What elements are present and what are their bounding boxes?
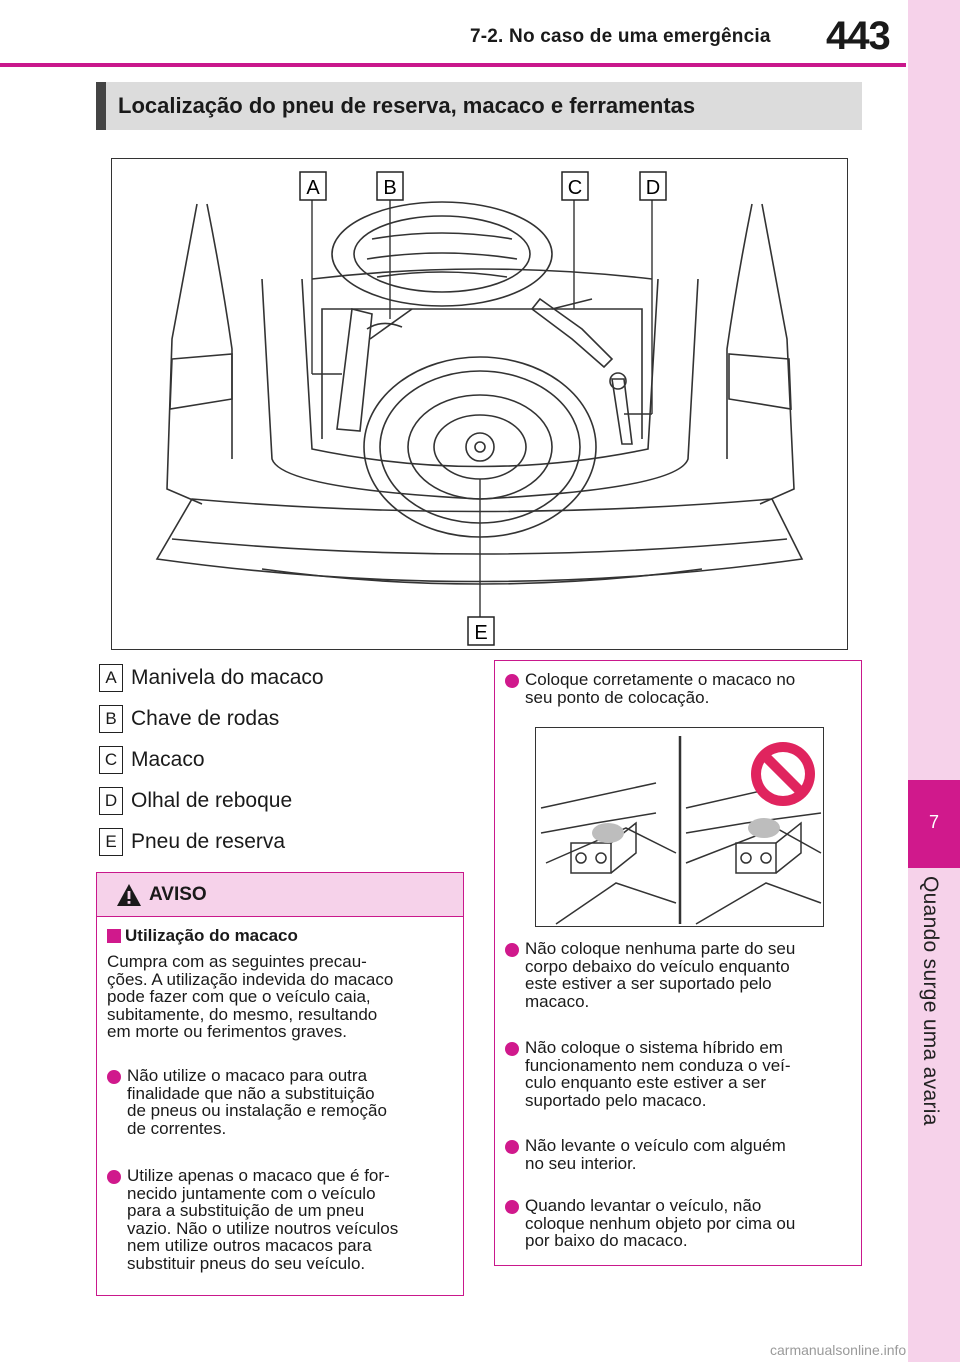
callout-d-box — [639, 171, 667, 201]
section-title: Localização do pneu de reserva, macaco e… — [96, 82, 862, 130]
trunk-drawing: A B C D E — [155, 171, 804, 646]
jack-placement-drawing — [540, 736, 822, 925]
callout-d: D — [646, 177, 660, 199]
callout-e: E — [474, 622, 487, 644]
legend-label: Olhal de reboque — [131, 789, 293, 812]
chapter-title: Quando surge uma avaria — [919, 876, 942, 1126]
bullet-icon — [505, 1200, 519, 1214]
legend-key: C — [99, 746, 123, 774]
legend-key: D — [99, 787, 123, 815]
bullet-icon — [505, 1140, 519, 1154]
bullet-icon — [505, 674, 519, 688]
jack-placement-illustration — [535, 727, 824, 927]
callout-a-box — [299, 171, 327, 201]
warning-intro: Cumpra com as seguintes precau- ções. A … — [107, 952, 394, 1041]
warning-label: AVISO — [149, 884, 207, 905]
callout-e-box — [467, 616, 495, 646]
legend-label: Macaco — [131, 748, 205, 771]
legend-key: A — [99, 664, 123, 692]
square-bullet-icon — [107, 929, 121, 943]
warning-box: AVISO Utilização do macaco Cumpra com as… — [96, 872, 464, 1296]
legend-key: E — [99, 828, 123, 856]
warning-bullet-2: Utilize apenas o macaco que é for- necid… — [127, 1166, 399, 1273]
warning-triangle-icon — [117, 884, 141, 906]
callout-b-box — [376, 171, 404, 201]
chapter-number: 7 — [928, 812, 939, 832]
running-header: 7-2. No caso de uma emergência — [470, 26, 771, 47]
chapter-tab-block — [908, 780, 960, 868]
jack-point-marker-left — [592, 823, 624, 843]
legend-key: B — [99, 705, 123, 733]
jack-usage-box: Coloque corretamente o macaco no seu pon… — [494, 660, 862, 1266]
warning-bullet-1: Não utilize o macaco para outra finalida… — [127, 1066, 387, 1138]
bullet-icon — [505, 943, 519, 957]
trunk-illustration: A B C D E — [111, 158, 848, 650]
watermark: carmanualsonline.info — [770, 1342, 907, 1358]
warning-subtitle: Utilização do macaco — [125, 926, 298, 945]
callout-a: A — [306, 177, 320, 199]
jack-point-marker-right — [748, 818, 780, 838]
prohibition-icon — [751, 742, 815, 806]
info-bullet-3: Não levante o veículo com alguém no seu … — [525, 1136, 786, 1173]
page-number: 443 — [826, 14, 891, 58]
warning-header: AVISO — [97, 873, 463, 917]
info-bullet-2: Não coloque o sistema híbrido em funcion… — [525, 1038, 791, 1110]
bullet-icon — [107, 1070, 121, 1084]
legend-label: Pneu de reserva — [131, 830, 286, 853]
callout-c-box — [561, 171, 589, 201]
bullet-icon — [505, 1042, 519, 1056]
legend-label: Chave de rodas — [131, 707, 280, 730]
callout-c: C — [568, 177, 582, 199]
legend-label: Manivela do macaco — [131, 666, 324, 689]
info-first: Coloque corretamente o macaco no seu pon… — [525, 670, 796, 707]
callout-b: B — [383, 177, 396, 199]
header-rule — [0, 63, 906, 67]
info-bullet-4: Quando levantar o veículo, não coloque n… — [525, 1196, 796, 1250]
bullet-icon — [107, 1170, 121, 1184]
chapter-side-tab — [908, 0, 960, 1362]
info-bullet-1: Não coloque nenhuma parte do seu corpo d… — [525, 939, 796, 1011]
